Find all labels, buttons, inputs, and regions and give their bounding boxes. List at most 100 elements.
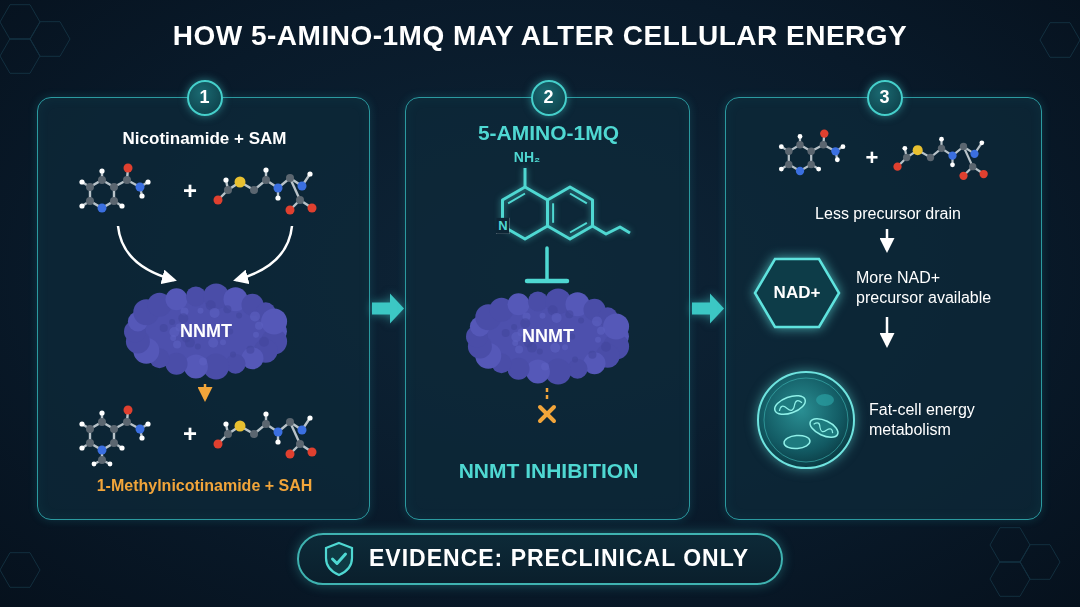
arrow-head: [390, 294, 404, 324]
enzyme-texture: [511, 324, 517, 330]
enzyme-texture: [595, 337, 601, 343]
enzyme-lobe: [528, 291, 548, 311]
substrate-arrows: [236, 226, 292, 280]
substrate-arrows: [118, 226, 292, 280]
precursor-molecules: [779, 129, 845, 175]
background-hexagons: [0, 5, 1080, 597]
shield-outline: [326, 543, 352, 575]
callout-number: 1: [199, 87, 209, 109]
product-molecules: [79, 406, 316, 467]
fat-cell: [758, 372, 854, 468]
fat-cell: [812, 422, 834, 436]
blocked-reaction: [546, 388, 549, 401]
step-number-badge: 3: [867, 80, 903, 116]
product-molecules: [214, 411, 317, 458]
product-arrow: [204, 384, 207, 399]
blocked-reaction: [540, 407, 554, 421]
step-panel: Nicotinamide + SAM1-Methylnicotinamide +…: [37, 97, 370, 520]
step-text: Less precursor drain: [788, 204, 988, 224]
substrate-molecules: [79, 164, 316, 215]
substrate-molecules: [79, 164, 150, 213]
enzyme-shape: NNMT: [121, 284, 291, 379]
background-hexagons: [0, 39, 40, 74]
compound-name: 5-AMINO-1MQ: [406, 120, 691, 146]
panel-fill: [405, 97, 690, 520]
enzyme-texture: [578, 318, 584, 324]
enzyme-texture: [195, 343, 201, 349]
enzyme-texture: [565, 310, 573, 318]
enzyme-texture: [552, 313, 562, 323]
plus-sign: +: [183, 421, 197, 447]
inhibitor-structure: [570, 194, 587, 204]
arrow-body: [372, 303, 390, 315]
enzyme-texture: [541, 363, 549, 371]
blocked-reaction: [540, 388, 554, 421]
inhibitor-structure: [548, 187, 593, 239]
fat-cell: [807, 415, 841, 441]
flow-down-arrows: [886, 317, 889, 345]
blocked-reaction: [540, 407, 554, 421]
substrate-molecules: [214, 167, 317, 214]
enzyme-texture: [502, 329, 510, 337]
product-arrow: [204, 384, 207, 399]
precursor-molecules: [893, 137, 987, 180]
step-text: Fat-cell energy metabolism: [869, 400, 1024, 440]
enzyme-texture: [572, 356, 578, 362]
background-hexagons: [990, 528, 1030, 563]
panel-fill: [37, 97, 370, 520]
enzyme-lobe: [184, 355, 208, 379]
enzyme-texture: [236, 313, 242, 319]
fat-cell: [783, 434, 810, 449]
diagram-title: HOW 5-AMINO-1MQ MAY ALTER CELLULAR ENERG…: [0, 18, 1080, 53]
evidence-badge: EVIDENCE: PRECLINICAL ONLY: [297, 533, 783, 585]
enzyme-shape: NNMT: [463, 289, 633, 384]
enzyme-texture: [259, 337, 269, 347]
product-molecules: [79, 406, 150, 467]
molecule-name: NAD+: [774, 283, 821, 303]
enzyme-texture: [210, 308, 220, 318]
effect-label: NNMT INHIBITION: [406, 458, 691, 484]
inhibition-bar: [527, 248, 567, 281]
enzyme-texture: [230, 351, 236, 357]
hexagon-shape: [755, 259, 839, 327]
enzyme-name: NNMT: [522, 326, 574, 348]
inhibitor-structure: [503, 168, 631, 239]
enzyme-texture: [223, 305, 231, 313]
shield-icon: [323, 541, 355, 577]
atom-label: N: [496, 218, 509, 234]
enzyme-lobe: [261, 309, 287, 335]
panel-fill: [37, 97, 1042, 520]
background-hexagons: [30, 22, 70, 57]
background-hexagons: [1020, 545, 1060, 580]
enzyme-texture: [253, 332, 259, 338]
amino-group-label: NH₂: [514, 150, 540, 165]
panel-fill: [725, 97, 1042, 520]
enzyme-texture: [255, 322, 263, 330]
step-number-badge: 1: [187, 80, 223, 116]
enzyme-lobe: [526, 360, 550, 384]
flow-arrow: [372, 294, 404, 324]
fat-cell: [778, 399, 803, 414]
plus-sign: +: [866, 146, 879, 170]
enzyme-texture: [160, 324, 168, 332]
enzyme-texture: [588, 351, 596, 359]
arrow-body: [692, 303, 710, 315]
enzyme-texture: [540, 313, 546, 319]
step-number-badge: 2: [531, 80, 567, 116]
enzyme-lobe: [508, 293, 530, 315]
inhibition-bar: [527, 279, 567, 284]
enzyme-texture: [250, 311, 260, 321]
background-hexagons: [0, 553, 40, 588]
fat-cell: [816, 394, 834, 406]
enzyme-texture: [592, 316, 602, 326]
step-text: More NAD+ precursor available: [856, 268, 1006, 308]
check-mark: [333, 554, 346, 564]
enzyme-lobe: [186, 286, 206, 306]
step-panel: 5-AMINO-1MQNNMT INHIBITION2NNMT: [405, 97, 690, 520]
fat-cell: [758, 372, 854, 468]
enzyme-texture: [515, 345, 523, 353]
enzyme-lobe: [166, 288, 188, 310]
callout-number: 3: [879, 87, 889, 109]
